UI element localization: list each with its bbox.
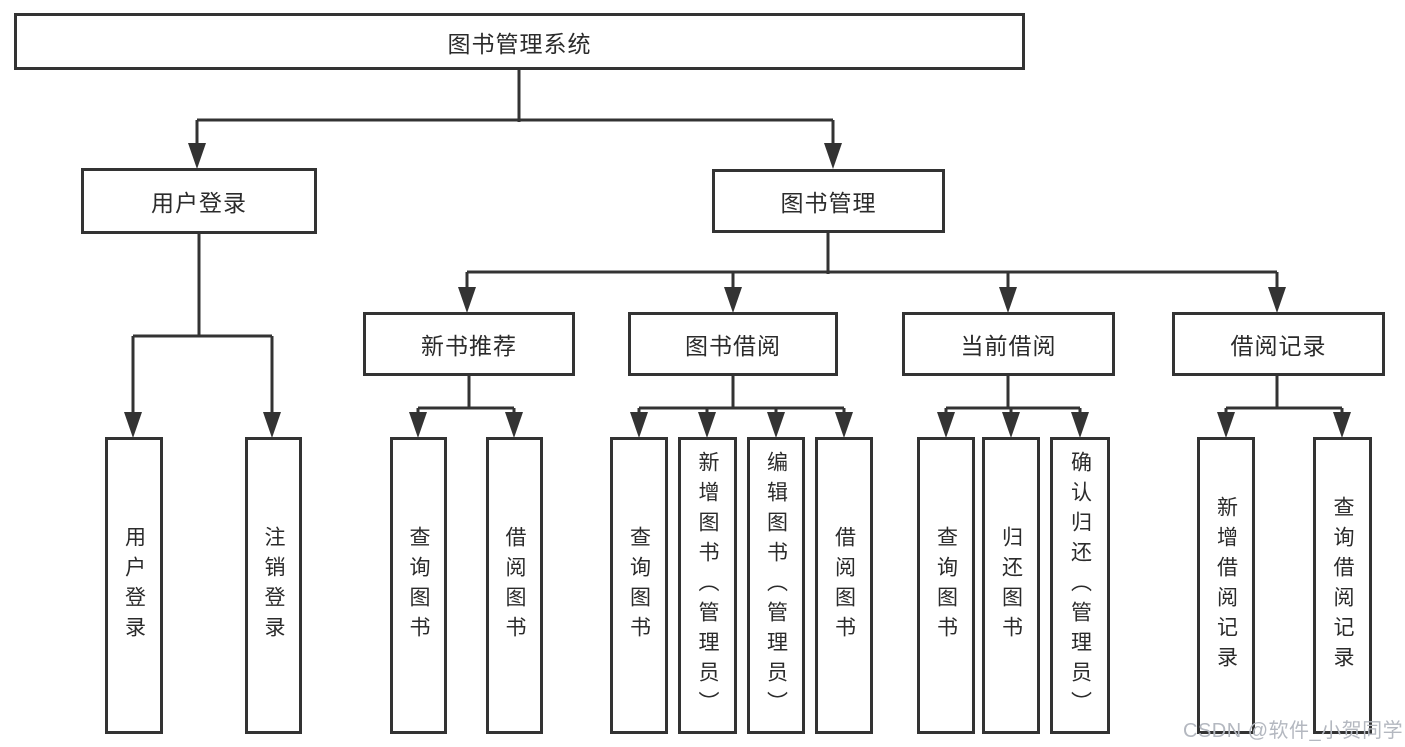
node-book-management: 图书管理 [712,169,945,233]
leaf-cb-return-books: 归还图书 [982,437,1040,734]
leaf-nbr-borrow-books: 借阅图书 [486,437,543,734]
leaf-logout: 注销登录 [245,437,302,734]
leaf-br-query-record: 查询借阅记录 [1313,437,1372,734]
node-new-book-recommend: 新书推荐 [363,312,575,376]
leaf-bb-query-books: 查询图书 [610,437,668,734]
node-book-borrowing: 图书借阅 [628,312,838,376]
leaf-cb-query-books: 查询图书 [917,437,975,734]
node-current-borrowing: 当前借阅 [902,312,1115,376]
leaf-br-add-record: 新增借阅记录 [1197,437,1255,734]
leaf-bb-borrow-books: 借阅图书 [815,437,873,734]
leaf-cb-confirm-return-admin: 确认归还（管理员） [1050,437,1110,734]
leaf-bb-add-books-admin: 新增图书（管理员） [678,437,737,734]
node-user-login: 用户登录 [81,168,317,234]
leaf-nbr-query-books: 查询图书 [390,437,447,734]
leaf-bb-edit-books-admin: 编辑图书（管理员） [747,437,805,734]
csdn-watermark: CSDN @软件_小贺同学 [1183,720,1404,742]
node-root-library-system: 图书管理系统 [14,13,1025,70]
node-borrow-records: 借阅记录 [1172,312,1385,376]
leaf-user-login: 用户登录 [105,437,163,734]
